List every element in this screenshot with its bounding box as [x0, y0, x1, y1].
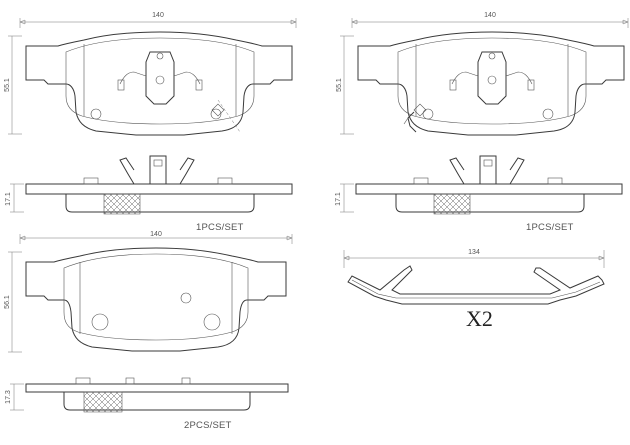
quantity-multiplier: X2 [466, 306, 493, 331]
pad-front-view-bottom-left: 140 56.1 [4, 231, 293, 353]
height-dimension-label: 56.1 [4, 295, 11, 309]
pad-side-view-top-left: 17.1 1PCS/SET [5, 155, 293, 233]
quantity-label: 2PCS/SET [184, 420, 232, 431]
width-dimension-label: 140 [152, 12, 164, 19]
quantity-label: 1PCS/SET [526, 222, 574, 233]
height-dimension-label: 55.1 [4, 78, 11, 92]
spring-clip-drawing: 134 X2 [343, 249, 605, 331]
width-dimension-label: 140 [150, 231, 162, 238]
pad-side-view-top-right: 17.1 1PCS/SET [335, 155, 623, 233]
width-dimension-label: 140 [484, 12, 496, 19]
thickness-dimension-label: 17.3 [5, 390, 12, 404]
quantity-label: 1PCS/SET [196, 222, 244, 233]
pad-front-view-top-left: 140 55.1 [4, 12, 297, 136]
pad-side-view-bottom-left: 17.3 2PCS/SET [5, 377, 289, 431]
thickness-dimension-label: 17.1 [5, 192, 12, 206]
length-dimension-label: 134 [468, 249, 480, 256]
pad-front-view-top-right: 140 55.1 [336, 12, 629, 136]
thickness-dimension-label: 17.1 [335, 192, 342, 206]
height-dimension-label: 55.1 [336, 78, 343, 92]
